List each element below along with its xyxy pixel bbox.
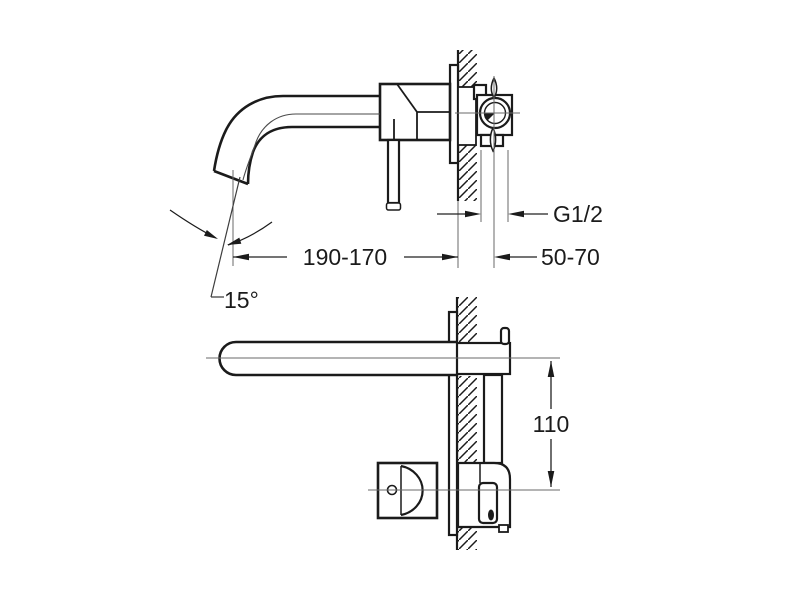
swivel-angle-annotation: 15° (169, 176, 273, 313)
valve-cartridge (477, 481, 499, 525)
spout-inner-curve (246, 125, 380, 185)
dimension-wall-depth: 50-70 (494, 244, 600, 270)
thread-size-label: G1/2 (553, 201, 603, 227)
angle-arrow-right (227, 237, 242, 245)
spout-mouth (213, 169, 249, 186)
plan-view: 110 (206, 297, 569, 550)
body-detail-lines (393, 83, 450, 140)
handle-tip (385, 202, 402, 211)
valve-section-wedge (484, 113, 495, 121)
spout-contour-line (242, 113, 380, 181)
spout-outer-curve (212, 94, 380, 172)
dimension-arrow (465, 210, 481, 218)
dimension-arrow (547, 361, 555, 377)
wall-hatch (457, 527, 477, 550)
dimension-thread: G1/2 (437, 201, 603, 227)
concealed-body-plan (455, 326, 512, 533)
extension-thread (480, 150, 509, 222)
dimension-arrow (508, 210, 524, 218)
concealed-valve-side (455, 76, 520, 268)
offset-label: 110 (533, 411, 570, 437)
valve-screw (488, 509, 494, 521)
wall-hatch (457, 297, 477, 342)
dimension-arrow (233, 253, 249, 261)
dimension-arrow (547, 471, 555, 487)
connector-hook (499, 326, 511, 346)
handle-bar (386, 138, 401, 205)
angle-arrow-left (204, 229, 218, 239)
wall-hatch (458, 50, 477, 87)
wall-hatch (457, 376, 477, 463)
connector-arm (482, 373, 504, 465)
wall-hatch (458, 145, 477, 201)
pipe-lens-bottom (489, 126, 497, 153)
dimension-spout-reach: 190-170 (233, 244, 458, 270)
swivel-angle-label: 15° (224, 287, 259, 313)
dimension-offset: 110 (533, 361, 570, 487)
lever-handle-side (385, 138, 402, 211)
dimension-arrow (442, 253, 458, 261)
wall-plate (447, 310, 459, 537)
mixer-body (378, 82, 452, 142)
spout-side (212, 94, 380, 186)
side-view: 15° 190-170 G1/2 50-70 (169, 50, 603, 313)
valve-foot (498, 524, 509, 533)
spout-reach-label: 190-170 (303, 244, 387, 270)
dimension-arrow (494, 253, 510, 261)
wall-depth-label: 50-70 (541, 244, 600, 270)
angle-leg-line (210, 176, 241, 298)
